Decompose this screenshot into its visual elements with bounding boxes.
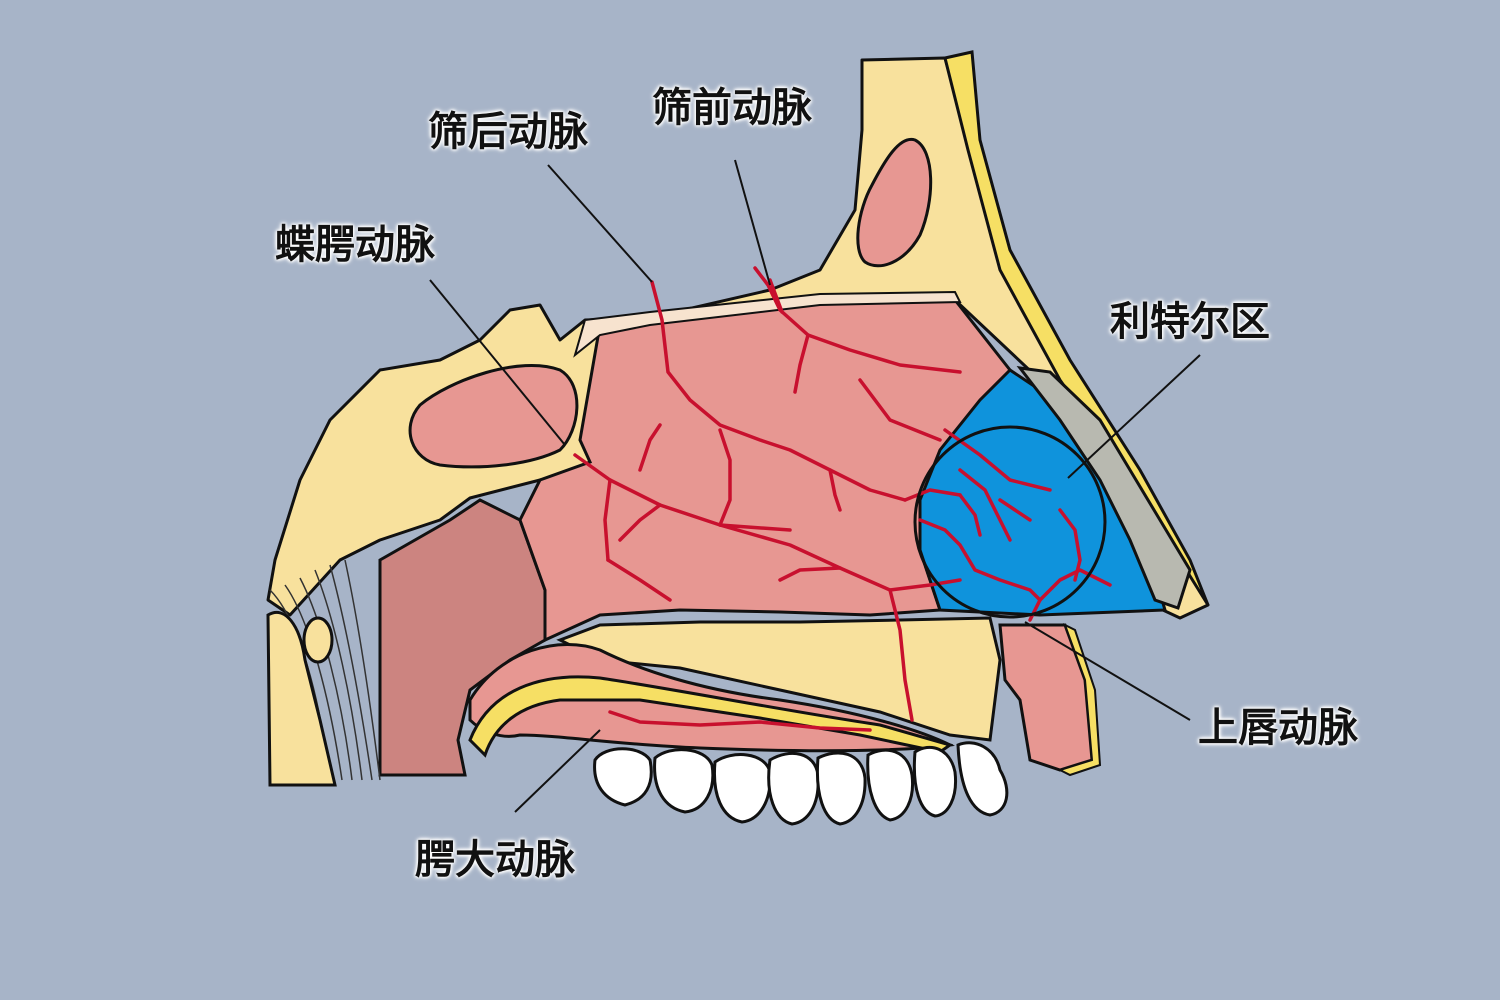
artery-vessel bbox=[573, 453, 914, 722]
artery-vessel bbox=[718, 428, 732, 527]
artery-vessel bbox=[718, 523, 792, 532]
artery-vessel bbox=[768, 278, 784, 314]
artery-vessel bbox=[1058, 508, 1082, 582]
tooth bbox=[866, 748, 915, 822]
artery-vessel bbox=[958, 493, 982, 537]
tooth bbox=[815, 751, 867, 826]
artery-vessel bbox=[778, 566, 842, 582]
artery-vessel bbox=[753, 266, 810, 394]
posterior-bone bbox=[266, 611, 337, 787]
leader-posterior-ethmoidal bbox=[547, 164, 653, 283]
artery-vessel bbox=[918, 518, 1042, 602]
artery-vessel bbox=[943, 428, 1052, 492]
upper-lining bbox=[573, 290, 962, 358]
tooth bbox=[593, 747, 653, 807]
artery-vessel bbox=[618, 503, 662, 542]
artery-vessel bbox=[828, 468, 842, 512]
artery-vessel bbox=[650, 280, 907, 502]
nasopharynx bbox=[378, 498, 547, 777]
teeth bbox=[593, 741, 1009, 826]
artery-vessel bbox=[998, 498, 1032, 522]
artery-vessel bbox=[608, 710, 872, 732]
leader-anterior-ethmoidal bbox=[734, 159, 771, 286]
tooth bbox=[956, 741, 1009, 817]
tooth bbox=[912, 746, 958, 818]
artery-vessel bbox=[1028, 598, 1042, 622]
nasal-bone bbox=[943, 50, 1210, 606]
label-sphenopalatine-artery: 蝶腭动脉 bbox=[275, 222, 435, 268]
artery-vessel bbox=[638, 423, 662, 472]
leader-greater-palatine bbox=[514, 729, 601, 813]
artery-vessel bbox=[603, 478, 612, 562]
label-posterior-ethmoidal-artery: 筛后动脉 bbox=[428, 109, 588, 155]
tooth bbox=[712, 753, 772, 824]
artery-vessel bbox=[858, 378, 942, 442]
artery-vessel bbox=[888, 578, 962, 592]
artery-vessel bbox=[958, 468, 1012, 542]
tooth bbox=[653, 748, 715, 814]
label-superior-labial-artery: 上唇动脉 bbox=[1198, 705, 1358, 751]
leader-sphenopalatine bbox=[429, 279, 566, 446]
tooth bbox=[767, 751, 820, 826]
artery-vessel bbox=[806, 333, 962, 374]
posterior-bone-nodule bbox=[302, 616, 334, 664]
palatal-bone-strip bbox=[468, 675, 954, 758]
label-anterior-ethmoidal-artery: 筛前动脉 bbox=[652, 85, 812, 131]
label-littles-area: 利特尔区 bbox=[1110, 299, 1270, 345]
artery-vessel bbox=[1038, 568, 1112, 602]
leader-lines bbox=[429, 159, 1201, 813]
hard-palate bbox=[556, 616, 1002, 742]
arteries bbox=[573, 266, 1112, 732]
septal-cartilage bbox=[1016, 366, 1192, 610]
artery-vessel bbox=[903, 488, 962, 502]
leader-littles-area bbox=[1067, 354, 1201, 479]
leader-superior-labial bbox=[1024, 621, 1191, 721]
littles-area-circle bbox=[913, 425, 1107, 619]
artery-vessel bbox=[606, 558, 672, 602]
frontal-sinus bbox=[856, 137, 933, 268]
label-greater-palatine-artery: 腭大动脉 bbox=[415, 837, 575, 883]
sphenoid-sinus bbox=[408, 364, 579, 469]
